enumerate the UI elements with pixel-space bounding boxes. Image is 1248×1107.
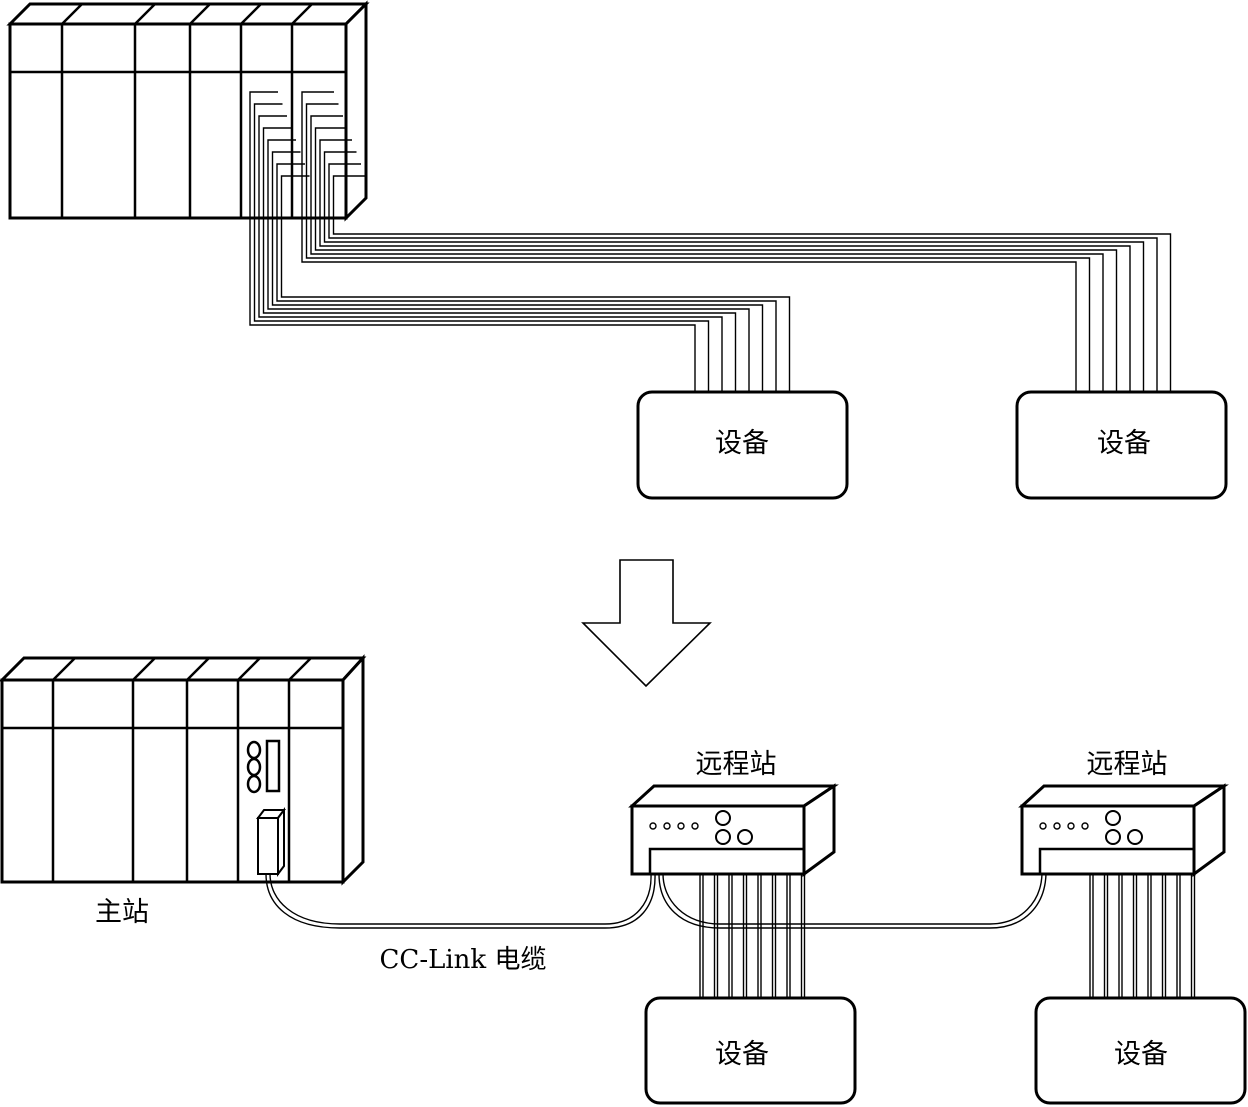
top-device-left-label: 设备 — [715, 428, 769, 459]
bottom-device-left: 设备 — [644, 996, 857, 1105]
top-device-right-label: 设备 — [1097, 428, 1151, 459]
wire — [253, 103, 710, 392]
led-icon — [246, 774, 262, 794]
master-station — [0, 654, 367, 886]
bottom-device-right: 设备 — [1034, 996, 1247, 1105]
remote-station-left — [628, 783, 839, 877]
bottom-device-left-label: 设备 — [715, 1039, 769, 1070]
top-device-left: 设备 — [636, 390, 849, 500]
cc-link-cable-label: CC-Link 电缆 — [380, 945, 547, 975]
top-wire-bundle-left — [249, 91, 791, 392]
wire — [276, 163, 777, 392]
wire — [310, 115, 1104, 392]
down-arrow-icon — [581, 559, 712, 688]
top-plc-rack — [6, 0, 370, 222]
bottom-device-right-label: 设备 — [1114, 1039, 1168, 1070]
wire — [262, 127, 737, 392]
wire — [332, 175, 1172, 392]
master-station-label: 主站 — [95, 897, 149, 928]
wire — [280, 175, 791, 392]
cc-link-connector-icon — [257, 817, 279, 875]
wire — [271, 151, 764, 392]
remote-wires-right — [1089, 874, 1196, 998]
remote-wires-left — [699, 874, 806, 998]
wire — [267, 139, 750, 392]
wire — [319, 139, 1131, 392]
remote-station-right — [1018, 783, 1229, 877]
wire — [258, 115, 723, 392]
wire — [305, 103, 1091, 392]
wire — [301, 91, 1077, 392]
wire — [328, 163, 1158, 392]
remote-station-left-label: 远程站 — [696, 749, 777, 780]
top-device-right: 设备 — [1015, 390, 1228, 500]
wire — [314, 127, 1118, 392]
remote-station-right-label: 远程站 — [1087, 749, 1168, 780]
cc-link-cable — [265, 873, 1047, 929]
wire — [323, 151, 1145, 392]
top-wire-bundle-right — [301, 91, 1172, 392]
wire — [249, 91, 696, 392]
